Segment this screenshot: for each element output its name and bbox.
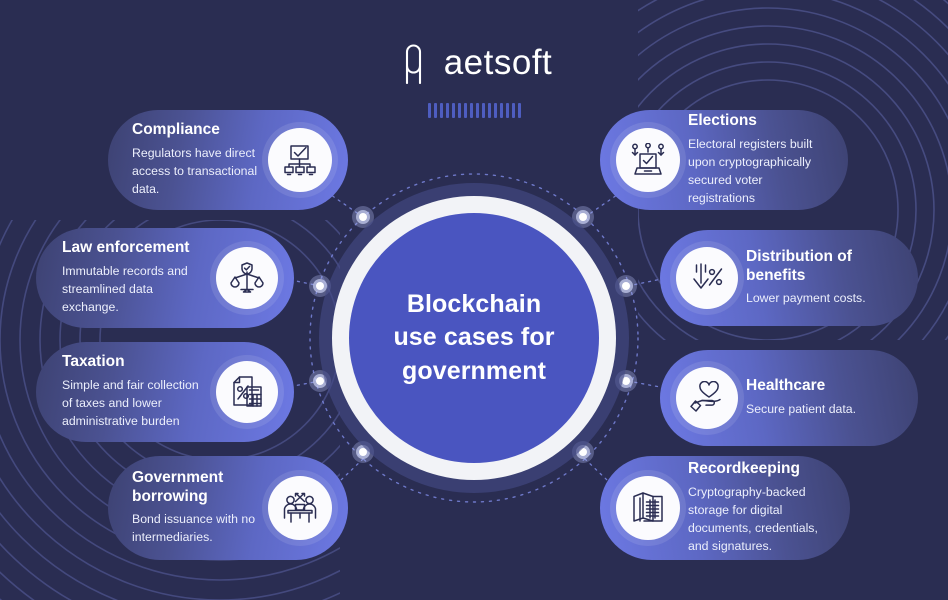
card-law-enforcement[interactable]: Law enforcement Immutable records and st… <box>36 228 294 328</box>
card-taxation-title: Taxation <box>62 353 125 371</box>
card-healthcare[interactable]: Healthcare Secure patient data. <box>660 350 918 446</box>
card-distribution-icon-circle <box>676 247 738 309</box>
brand-name: aetsoft <box>443 42 553 82</box>
card-elections[interactable]: Elections Electoral registers built upon… <box>600 110 848 210</box>
scales-shield-check-icon <box>230 262 264 293</box>
center-title-line3: government <box>401 356 547 385</box>
card-compliance[interactable]: Compliance Regulators have direct access… <box>108 110 348 210</box>
stacked-documents-icon <box>633 492 663 522</box>
aetsoft-monogram-icon <box>405 44 421 84</box>
card-government-borrowing-body: Bond issuance with no intermediaries. <box>132 512 256 545</box>
card-taxation-icon-circle <box>216 361 278 423</box>
brand-header: aetsoft <box>0 40 948 84</box>
ballot-box-check-icon <box>631 143 665 175</box>
card-compliance-body: Regulators have direct access to transac… <box>132 146 258 196</box>
card-elections-body: Electoral registers built upon cryptogra… <box>688 137 813 205</box>
card-healthcare-body: Secure patient data. <box>746 401 857 416</box>
card-taxation[interactable]: Taxation Simple and fair collection of t… <box>36 342 294 442</box>
card-law-enforcement-icon-circle <box>216 247 278 309</box>
card-law-enforcement-body: Immutable records and streamlined data e… <box>62 264 188 314</box>
card-elections-icon-circle <box>616 128 680 192</box>
two-people-exchange-icon <box>283 492 317 523</box>
card-elections-title: Elections <box>688 112 757 130</box>
card-healthcare-title: Healthcare <box>746 377 826 395</box>
card-law-enforcement-title: Law enforcement <box>62 239 190 257</box>
card-distribution-body: Lower payment costs. <box>746 291 866 306</box>
hand-heart-icon <box>690 381 721 412</box>
card-recordkeeping-icon-circle <box>616 476 680 540</box>
card-recordkeeping-title: Recordkeeping <box>688 460 800 478</box>
hub-core: Blockchain use cases for government <box>349 213 599 463</box>
center-hub: Blockchain use cases for government <box>309 173 639 503</box>
whiteboard-check-monitors-icon <box>284 145 316 176</box>
card-recordkeeping[interactable]: Recordkeeping Cryptography-backed storag… <box>600 456 850 560</box>
card-government-borrowing-title: Government borrowing <box>132 468 224 505</box>
card-distribution-of-benefits[interactable]: Distribution of benefits Lower payment c… <box>660 230 918 326</box>
card-distribution-title: Distribution of benefits <box>746 247 852 284</box>
center-title-line2: use cases for <box>393 323 555 352</box>
percent-document-calculator-icon <box>233 376 262 407</box>
card-healthcare-icon-circle <box>676 367 738 429</box>
center-title-line1: Blockchain <box>406 289 542 318</box>
card-compliance-icon-circle <box>268 128 332 192</box>
header-bar-pattern <box>0 103 948 118</box>
card-government-borrowing[interactable]: Government borrowing Bond issuance with … <box>108 456 348 560</box>
down-arrow-percent-icon <box>693 263 723 289</box>
center-title: Blockchain use cases for government <box>364 288 584 389</box>
card-government-borrowing-icon-circle <box>268 476 332 540</box>
card-taxation-body: Simple and fair collection of taxes and … <box>62 378 199 428</box>
card-recordkeeping-body: Cryptography-backed storage for digital … <box>688 485 818 553</box>
card-compliance-title: Compliance <box>132 121 220 139</box>
